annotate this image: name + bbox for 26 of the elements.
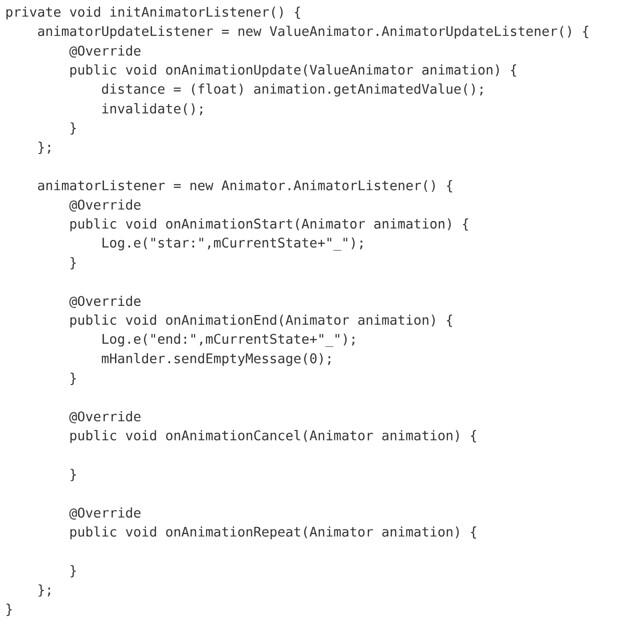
code-line: Log.e("end:",mCurrentState+"_"); [102, 334, 354, 347]
code-line: } [70, 257, 76, 270]
code-line: @Override [69, 296, 140, 308]
code-line: @Override [69, 45, 140, 58]
code-line: animatorListener = new Animator.AnimatorListener() { [38, 180, 452, 192]
code-line: private void initAnimatorListener() { [6, 6, 300, 20]
code-line: @Override [69, 411, 140, 424]
code-line: } [70, 565, 76, 578]
code-line: public void onAnimationRepeat(Animator animation) { [70, 526, 476, 540]
code-line: invalidate(); [102, 103, 202, 116]
code-line: @Override [69, 199, 140, 212]
code-line: }; [38, 584, 50, 597]
code-line: } [70, 468, 76, 482]
code-line: mHanlder.sendEmptyMessage(0); [102, 352, 330, 366]
code-line: @Override [69, 507, 140, 520]
code-line: public void onAnimationEnd(Animator animation) { [70, 314, 452, 328]
code-line: } [70, 122, 76, 135]
code-line: } [70, 372, 76, 385]
code-line: public void onAnimationCancel(Animator animation) { [70, 430, 476, 443]
code-line: Log.e("star:",mCurrentState+"_"); [102, 237, 362, 251]
code-line: public void onAnimationStart(Animator animation) { [70, 218, 468, 232]
code-line: }; [38, 142, 50, 154]
code-line: } [6, 604, 12, 616]
code-line: public void onAnimationUpdate(ValueAnimator animation) { [70, 64, 516, 78]
code-line: animatorUpdateListener = new ValueAnimator.AnimatorUpdateListener() { [38, 26, 588, 39]
code-line: distance = (float) animation.getAnimatedValue(); [102, 83, 482, 97]
